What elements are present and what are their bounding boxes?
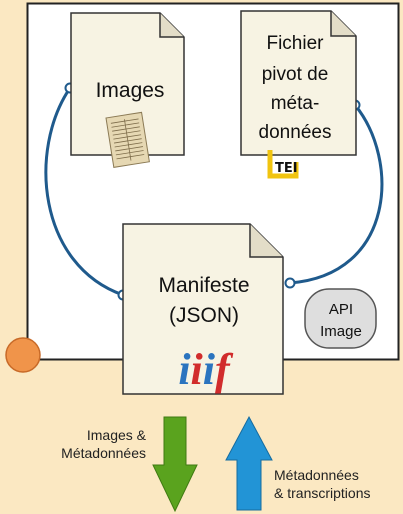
api-image-label-line-2: Image xyxy=(320,323,362,340)
metadata-label-line-4: données xyxy=(259,122,332,143)
upload-arrow-label-line-2: & transcriptions xyxy=(274,485,370,501)
metadata-label-line-2: pivot de xyxy=(262,64,329,85)
upload-arrow xyxy=(225,415,273,511)
iiif-logo-letter-1: i xyxy=(178,345,191,394)
endpoint-manifest-right xyxy=(284,277,296,289)
connector-images-manifest xyxy=(44,87,124,297)
manifest-label-line-1: Manifeste xyxy=(158,274,249,297)
iiif-logo-text: iiif xyxy=(178,345,234,394)
images-document: Images xyxy=(70,12,185,168)
connector-metadata-manifest xyxy=(289,104,384,285)
download-arrow-label-line-1: Images & xyxy=(87,427,147,443)
iiif-logo-letter-2: i xyxy=(191,345,204,394)
download-arrow xyxy=(152,416,198,513)
download-arrow-label-line-2: Métadonnées xyxy=(61,445,146,461)
manifest-label-line-2: (JSON) xyxy=(169,304,239,327)
metadata-label-line-1: Fichier xyxy=(266,33,324,54)
metadata-document: Fichier pivot de méta- données TEI xyxy=(240,10,357,179)
manifest-document: Manifeste (JSON) iiif xyxy=(122,223,284,395)
upload-arrow-label-line-1: Métadonnées xyxy=(274,467,359,483)
tei-logo-icon: TEI xyxy=(267,150,299,179)
api-image-label-line-1: API xyxy=(329,301,353,318)
iiif-logo-letter-4: f xyxy=(215,345,234,394)
iiif-logo-icon: iiif xyxy=(178,345,234,394)
tei-logo-text: TEI xyxy=(275,161,298,176)
images-document-label: Images xyxy=(96,79,165,102)
api-image-box: API Image xyxy=(304,288,377,349)
manuscript-thumbnail-icon xyxy=(105,111,150,168)
iiif-logo-letter-3: i xyxy=(203,345,216,394)
metadata-label-line-3: méta- xyxy=(271,93,320,114)
connectors xyxy=(44,87,384,297)
corner-marker xyxy=(5,337,41,373)
